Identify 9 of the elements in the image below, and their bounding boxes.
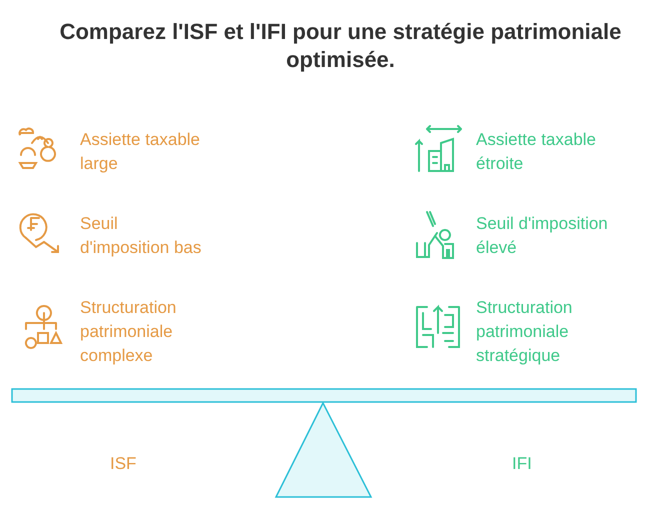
side-label: ISF bbox=[110, 453, 138, 475]
title: Comparez l'ISF et l'IFI pour une stratégie patrimoniale optimisée. bbox=[58, 18, 622, 74]
feature-label: Assiette taxable étroite bbox=[476, 129, 598, 175]
side-label: IFI bbox=[512, 453, 533, 475]
feature-label: Structuration patrimoniale complexe bbox=[80, 297, 178, 367]
feature-label: Seuil d'imposition bas bbox=[80, 213, 202, 259]
feature-label: Assiette taxable large bbox=[80, 129, 202, 175]
feature-label: Structuration patrimoniale stratégique bbox=[476, 297, 574, 367]
feature-label: Seuil d'imposition élevé bbox=[476, 213, 609, 259]
